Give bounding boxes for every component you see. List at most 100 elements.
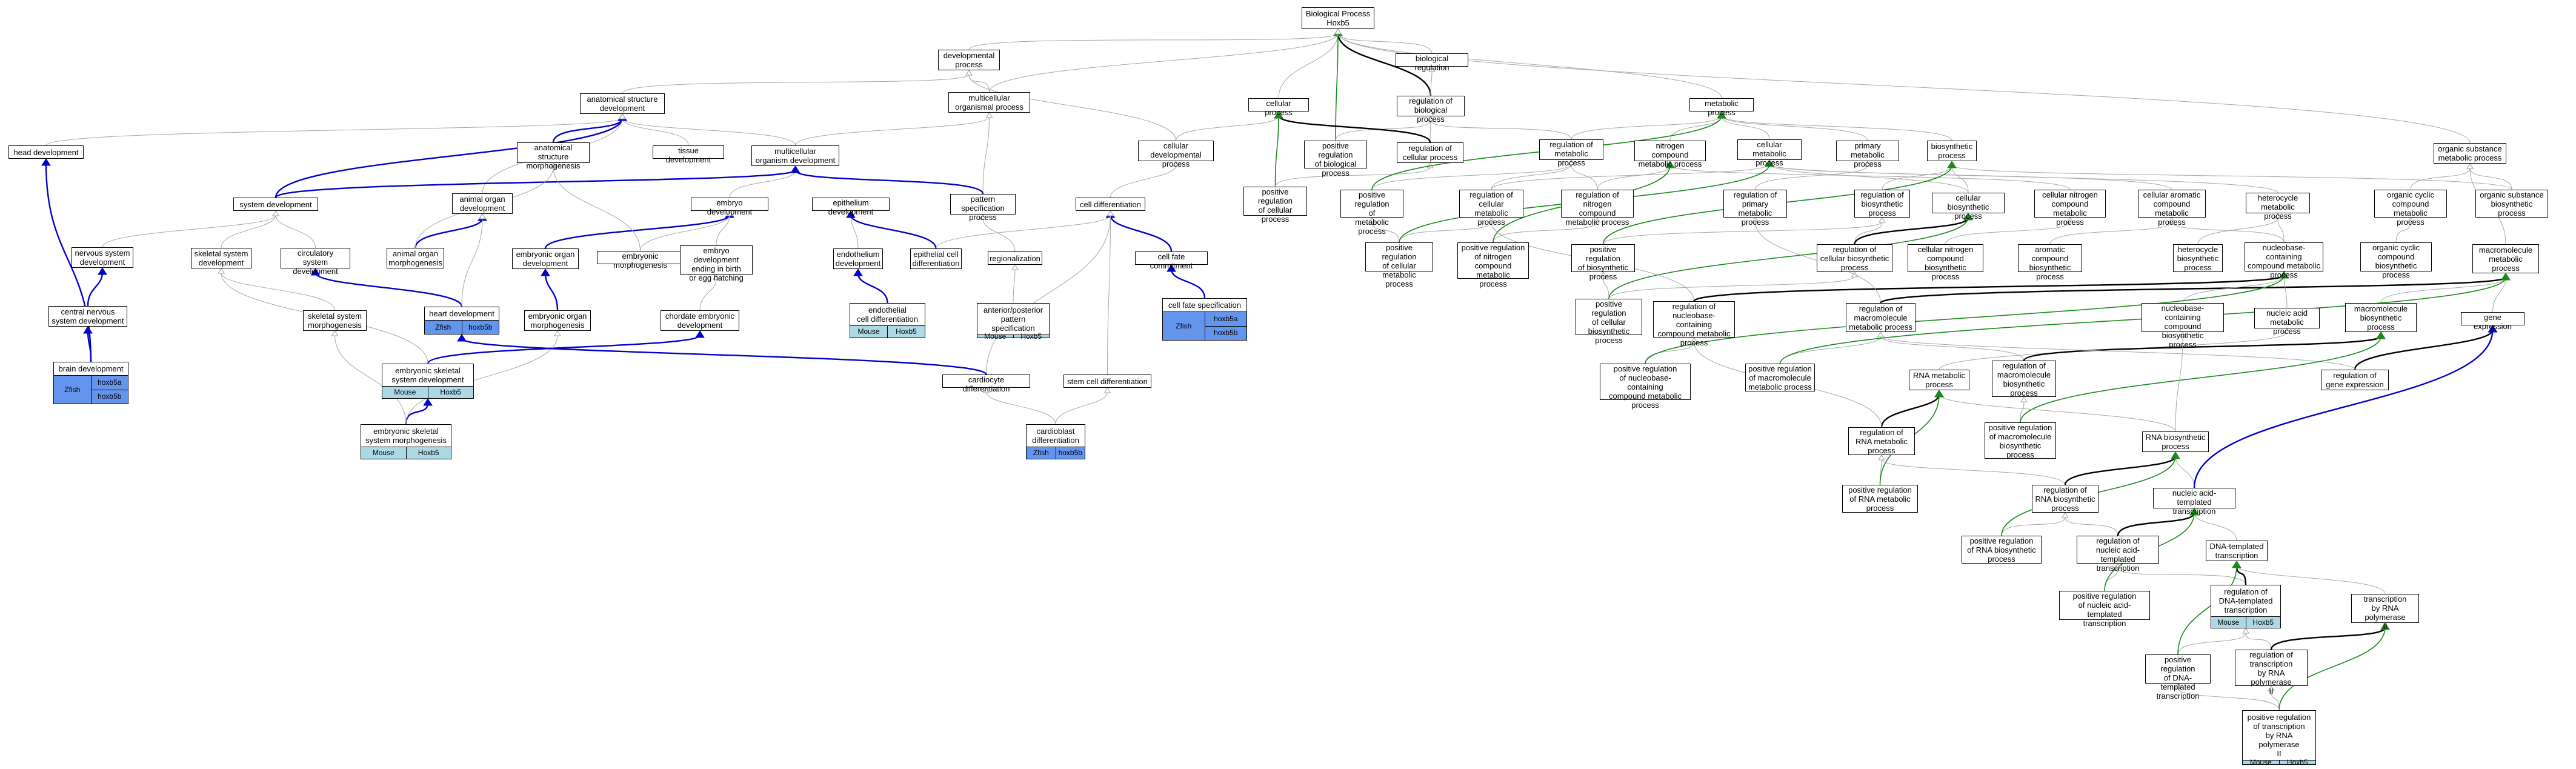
node-cardiocyte[interactable]: cardiocyte differentiation bbox=[942, 375, 1030, 393]
node-celldiff[interactable]: cell differentiation bbox=[1076, 198, 1145, 211]
node-nervsys[interactable]: nervous system development bbox=[72, 247, 133, 268]
node-posregnitro[interactable]: positive regulation of nitrogen compound… bbox=[1457, 242, 1529, 288]
node-nucbasebiosyn[interactable]: nucleobase-containing compound biosynthe… bbox=[2142, 303, 2224, 349]
node-posregmacro[interactable]: positive regulation of macromolecule met… bbox=[1745, 364, 1815, 391]
node-embryoorgdev[interactable]: embryonic organ development bbox=[512, 248, 579, 269]
node-cellfatecommit[interactable]: cell fate commitment bbox=[1135, 251, 1208, 270]
node-posregcellbiosyn[interactable]: positive regulation of cellular biosynth… bbox=[1576, 299, 1642, 345]
node-cns[interactable]: central nervous system development bbox=[48, 306, 127, 327]
node-dnatrans[interactable]: DNA-templated transcription bbox=[2206, 541, 2268, 561]
node-regional[interactable]: regionalization bbox=[988, 251, 1042, 265]
node-embbirth[interactable]: embryo development ending in birth or eg… bbox=[680, 245, 753, 282]
node-regrnabiosyn[interactable]: regulation of RNA biosynthetic process bbox=[2032, 485, 2098, 513]
node-heterometab[interactable]: heterocycle metabolic process bbox=[2246, 193, 2310, 221]
node-biosyn[interactable]: biosynthetic process bbox=[1927, 141, 1977, 161]
node-tissuedev[interactable]: tissue development bbox=[653, 145, 724, 164]
node-primmetab[interactable]: primary metabolic process bbox=[1836, 141, 1899, 168]
node-posregbio[interactable]: positive regulation of biological proces… bbox=[1304, 141, 1367, 178]
node-cellnitrobiosyn[interactable]: cellular nitrogen compound biosynthetic … bbox=[1908, 244, 1983, 281]
node-posregmetab[interactable]: positive regulation of metabolic process bbox=[1340, 190, 1403, 236]
node-bp[interactable]: Biological Process Hoxb5 bbox=[1302, 7, 1374, 29]
node-rnametab[interactable]: RNA metabolic process bbox=[1909, 370, 1969, 390]
node-regtranspol2[interactable]: regulation of transcription by RNA polym… bbox=[2235, 650, 2308, 696]
node-regbio[interactable]: regulation of biological process bbox=[1397, 96, 1465, 124]
node-posregtranspol2[interactable]: positive regulation of transcription by … bbox=[2242, 710, 2316, 767]
node-posregdnatrans[interactable]: positive regulation of DNA-templated tra… bbox=[2145, 654, 2211, 701]
node-nitrogen[interactable]: nitrogen compound metabolic process bbox=[1634, 141, 1706, 168]
node-skelmorph[interactable]: skeletal system morphogenesis bbox=[303, 310, 367, 331]
node-posregnucbase[interactable]: positive regulation of nucleobase-contai… bbox=[1600, 364, 1691, 410]
node-metab[interactable]: metabolic process bbox=[1689, 98, 1754, 117]
node-geneexpr[interactable]: gene expression bbox=[2461, 312, 2524, 331]
node-cellproc[interactable]: cellular process bbox=[1248, 98, 1309, 117]
node-multidev[interactable]: multicellular organismal process bbox=[948, 92, 1030, 113]
node-anatdev[interactable]: anatomical structure development bbox=[580, 93, 665, 114]
node-sysdev[interactable]: system development bbox=[233, 198, 318, 211]
node-posregbiosyn[interactable]: positive regulation of biosynthetic proc… bbox=[1571, 244, 1635, 281]
node-animalorgdev[interactable]: animal organ development bbox=[452, 193, 513, 214]
node-regcellproc[interactable]: regulation of cellular process bbox=[1397, 142, 1463, 163]
node-cellnitro[interactable]: cellular nitrogen compound metabolic pro… bbox=[2034, 190, 2106, 227]
node-macromol[interactable]: macromolecule metabolic process bbox=[2472, 244, 2539, 273]
node-celldevproc[interactable]: cellular developmental process bbox=[1138, 141, 1214, 168]
node-cellarom[interactable]: cellular aromatic compound metabolic pro… bbox=[2138, 190, 2206, 227]
node-rnabiosyn[interactable]: RNA biosynthetic process bbox=[2142, 431, 2209, 452]
node-regnitro[interactable]: regulation of nitrogen compound metaboli… bbox=[1561, 190, 1634, 227]
node-chordate[interactable]: chordate embryonic development bbox=[661, 310, 739, 331]
node-orgsubbiosyn[interactable]: organic substance biosynthetic process bbox=[2475, 190, 2548, 218]
node-circ[interactable]: circulatory system development bbox=[281, 248, 350, 276]
node-nucacidtrans[interactable]: nucleic acid-templated transcription bbox=[2153, 488, 2235, 516]
node-embmorph[interactable]: embryonic morphogenesis bbox=[597, 251, 684, 270]
node-regcellmetab[interactable]: regulation of cellular metabolic process bbox=[1459, 190, 1523, 227]
node-transpol2[interactable]: transcription by RNA polymerase II bbox=[2351, 594, 2419, 631]
node-epicelldiff[interactable]: epithelial cell differentiation bbox=[910, 248, 962, 269]
node-antpost[interactable]: anterior/posterior pattern specification… bbox=[977, 303, 1050, 341]
node-regbiosyn[interactable]: regulation of biosynthetic process bbox=[1854, 190, 1910, 218]
node-stemcell[interactable]: stem cell differentiation bbox=[1063, 375, 1151, 388]
node-animalorgmorph[interactable]: animal organ morphogenesis bbox=[387, 248, 444, 268]
node-orgcyclicbiosyn[interactable]: organic cyclic compound biosynthetic pro… bbox=[2360, 242, 2432, 279]
node-embryoorgmorph[interactable]: embryonic organ morphogenesis bbox=[524, 310, 591, 331]
node-regrnametab[interactable]: regulation of RNA metabolic process bbox=[1848, 427, 1915, 455]
node-headdev[interactable]: head development bbox=[8, 145, 84, 159]
node-bioreg[interactable]: biological regulation bbox=[1396, 53, 1468, 72]
node-multiorgdev[interactable]: multicellular organism development bbox=[751, 145, 839, 166]
node-anatmorph[interactable]: anatomical structure morphogenesis bbox=[517, 142, 590, 170]
node-posregrnametab[interactable]: positive regulation of RNA metabolic pro… bbox=[1842, 485, 1918, 513]
node-epidev[interactable]: epithelium development bbox=[812, 198, 890, 216]
node-skelsys[interactable]: skeletal system development bbox=[191, 248, 251, 268]
node-orgcyclic[interactable]: organic cyclic compound metabolic proces… bbox=[2374, 190, 2447, 227]
node-regcellbiosyn[interactable]: regulation of cellular biosynthetic proc… bbox=[1817, 244, 1892, 272]
node-endodev[interactable]: endothelium development bbox=[833, 248, 883, 269]
node-arombiosyn[interactable]: aromatic compound biosynthetic process bbox=[2018, 244, 2082, 281]
node-regnucacidtrans[interactable]: regulation of nucleic acid-templated tra… bbox=[2077, 536, 2159, 573]
node-posregcellmetab[interactable]: positive regulation of cellular metaboli… bbox=[1365, 242, 1433, 288]
node-macrobiosyn[interactable]: macromolecule biosynthetic process bbox=[2345, 303, 2417, 332]
node-heterobiosyn[interactable]: heterocycle biosynthetic process bbox=[2173, 244, 2223, 272]
node-patspec[interactable]: pattern specification process bbox=[950, 194, 1016, 222]
node-devproc[interactable]: developmental process bbox=[938, 50, 1000, 70]
node-reggeneexpr[interactable]: regulation of gene expression bbox=[2321, 370, 2389, 390]
node-regprim[interactable]: regulation of primary metabolic process bbox=[1723, 190, 1787, 227]
node-regmacro[interactable]: regulation of macromolecule metabolic pr… bbox=[1846, 303, 1915, 332]
node-regnucbase[interactable]: regulation of nucleobase-containing comp… bbox=[1653, 301, 1735, 347]
node-cellbiosyn[interactable]: cellular biosynthetic process bbox=[1932, 193, 2005, 221]
node-posregcellproc[interactable]: positive regulation of cellular process bbox=[1243, 187, 1307, 224]
node-nucbasemetab[interactable]: nucleobase-containing compound metabolic… bbox=[2245, 242, 2323, 279]
node-cellmetab[interactable]: cellular metabolic process bbox=[1737, 139, 1802, 167]
node-nucacidmetab[interactable]: nucleic acid metabolic process bbox=[2254, 308, 2320, 336]
node-posregmacrobiosyn[interactable]: positive regulation of macromolecule bio… bbox=[1985, 422, 2056, 459]
node-regdnatrans[interactable]: regulation of DNA-templated transcriptio… bbox=[2211, 585, 2281, 628]
node-embdev[interactable]: embryo development bbox=[691, 198, 768, 216]
node-regmetab[interactable]: regulation of metabolic process bbox=[1539, 139, 1603, 167]
node-orgsub[interactable]: organic substance metabolic process bbox=[2434, 143, 2506, 164]
node-posregnucacidtrans[interactable]: positive regulation of nucleic acid-temp… bbox=[2059, 591, 2150, 628]
node-posregrnabiosyn[interactable]: positive regulation of RNA biosynthetic … bbox=[1962, 536, 2042, 564]
